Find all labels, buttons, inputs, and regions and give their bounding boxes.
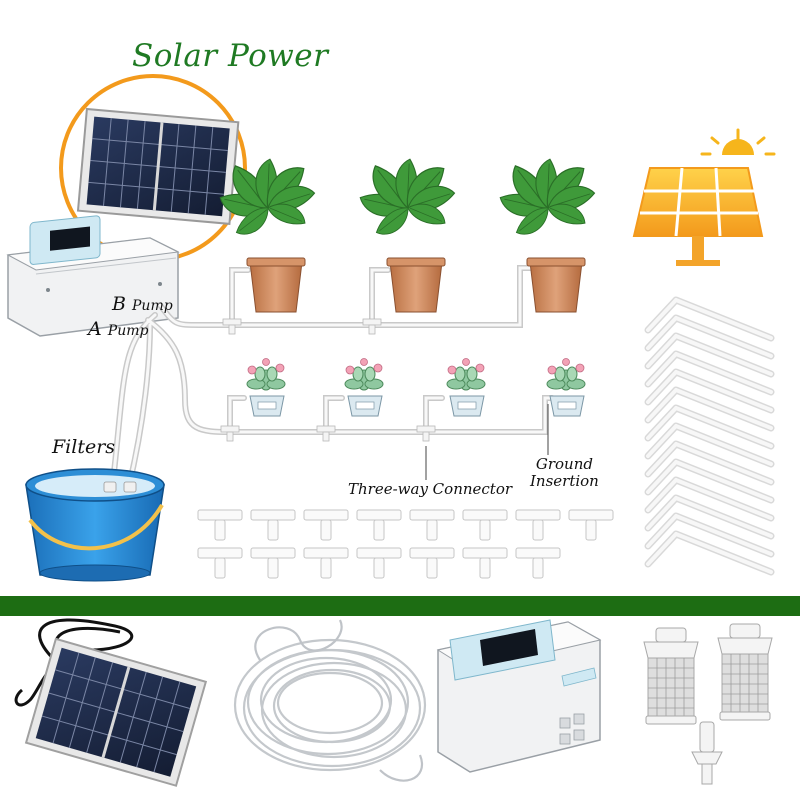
- tee-connectors-set: [197, 509, 614, 579]
- b-pump-letter: B: [112, 293, 126, 315]
- product-controller: [436, 619, 602, 773]
- succulent-plant-4: [546, 358, 586, 417]
- monstera-plant-1: [216, 156, 318, 313]
- solar-power-title: Solar Power: [132, 38, 329, 74]
- a-pump-label: A Pump: [88, 318, 148, 340]
- controller-display: [50, 226, 90, 251]
- product-ground-stake: [691, 721, 723, 785]
- succulent-plant-2: [344, 358, 384, 417]
- product-filters: [643, 623, 773, 785]
- ground-insertion-line2: Insertion: [530, 472, 599, 490]
- ground-insertion-label: Ground Insertion: [530, 456, 599, 490]
- controller-unit-diagram: [6, 215, 180, 337]
- section-divider-bar: [0, 596, 800, 616]
- succulent-plant-3: [446, 358, 486, 417]
- b-pump-label: B Pump: [112, 293, 173, 315]
- b-pump-word: Pump: [132, 298, 173, 314]
- solar-panel-icon: [76, 107, 240, 225]
- a-pump-word: Pump: [107, 323, 149, 339]
- ground-insertion-line1: Ground: [535, 455, 593, 473]
- three-way-connector-label: Three-way Connector: [348, 480, 513, 498]
- filters-in-bucket: [103, 481, 137, 493]
- product-solar-panel: [14, 618, 208, 787]
- product-tubing-coil: [233, 619, 427, 782]
- succulent-plant-1: [246, 358, 286, 417]
- monstera-plant-2: [356, 156, 458, 313]
- monstera-plant-3: [496, 156, 598, 313]
- filters-label: Filters: [52, 436, 116, 458]
- a-pump-letter: A: [88, 318, 102, 340]
- sun-solar-icon: [632, 128, 776, 266]
- water-bucket-icon: [25, 468, 165, 582]
- dripper-stakes-set: [648, 300, 771, 572]
